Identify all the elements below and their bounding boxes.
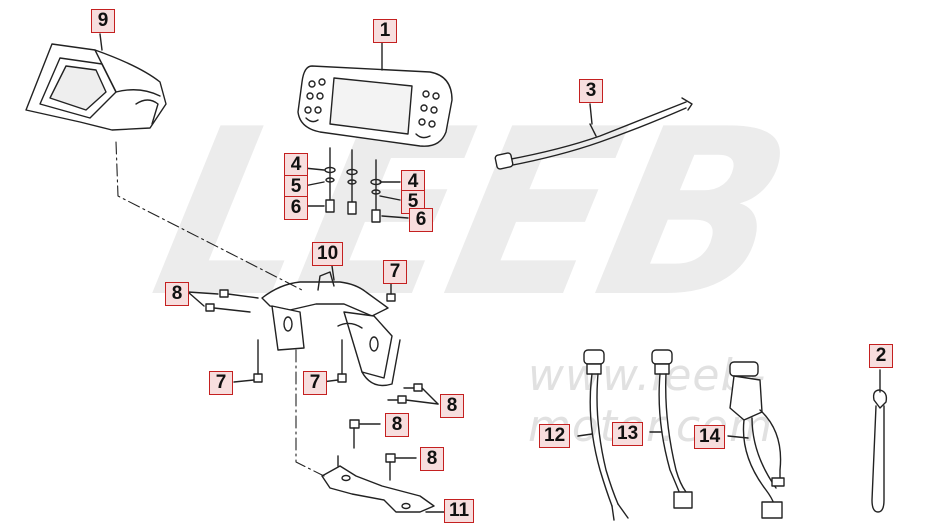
callout-8-left: 8 [165,282,189,306]
part-bolts-right [349,383,439,481]
part-switch-14 [727,361,785,519]
part-main-bracket [261,271,401,387]
part-switch-12 [577,349,629,521]
callout-10: 10 [312,242,344,266]
part-lower-bracket [321,455,447,513]
callout-12: 12 [539,424,571,448]
callout-14: 14 [694,425,726,449]
callout-3: 3 [579,79,603,103]
assembly-lines [115,141,325,477]
callout-13: 13 [612,422,644,446]
part-mount-hardware [303,147,409,223]
part-bolts-left [187,289,259,313]
part-switch-13 [649,349,693,509]
part-cable-tie [871,369,888,513]
callout-8-lower: 8 [385,413,409,437]
callout-11: 11 [444,499,475,523]
part-cable [494,97,693,170]
callout-9: 9 [91,9,115,33]
callout-7-top: 7 [383,260,407,284]
callout-8-bottom: 8 [420,447,444,471]
callout-2: 2 [869,344,893,368]
leader-lines [99,33,593,281]
part-display-unit [297,65,453,147]
callout-6-left: 6 [284,196,308,220]
part-visor-cover [25,43,167,131]
callout-1: 1 [373,19,397,43]
callout-4-left: 4 [284,153,308,177]
callout-7-middle: 7 [303,371,327,395]
callout-7-left: 7 [209,371,233,395]
callout-6-right: 6 [409,208,433,232]
callout-8-right: 8 [440,394,464,418]
